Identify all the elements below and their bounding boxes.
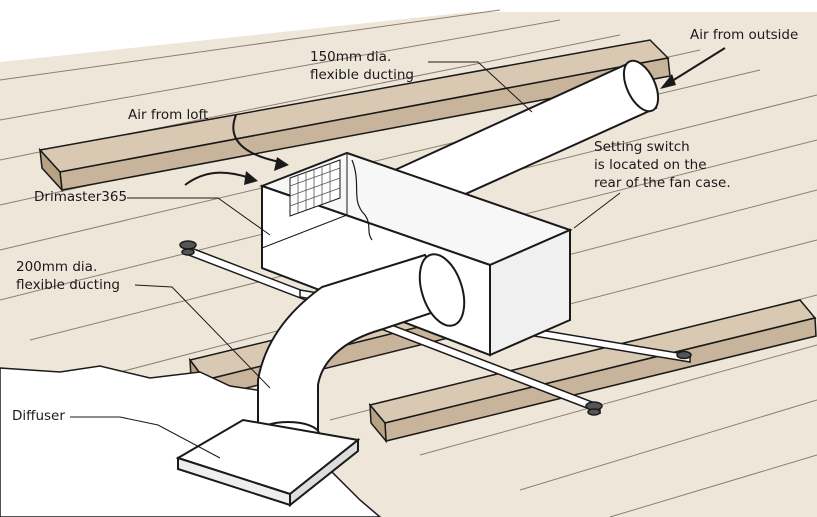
diffuser-plate bbox=[175, 418, 361, 508]
label-air-from-outside: Air from outside bbox=[690, 27, 799, 43]
label-air-from-loft: Air from loft bbox=[128, 107, 209, 123]
arrow-air-from-outside bbox=[663, 47, 726, 87]
fan-unit-inner-wall bbox=[261, 153, 348, 249]
rail-mounts bbox=[179, 240, 692, 416]
leader-150mm-duct bbox=[428, 61, 533, 113]
label-200mm-ducting: 200mm dia. flexible ducting bbox=[16, 259, 120, 293]
label-drimaster365: Drimaster365 bbox=[34, 189, 128, 205]
label-150mm-ducting: 150mm dia. flexible ducting bbox=[310, 49, 414, 83]
leader-setting-switch bbox=[573, 192, 621, 229]
leader-200mm-duct bbox=[134, 284, 271, 389]
fan-unit-side bbox=[489, 228, 571, 357]
upper-joist bbox=[38, 39, 671, 193]
intake-grille bbox=[289, 159, 341, 217]
label-diffuser: Diffuser bbox=[12, 408, 65, 424]
leader-drimaster bbox=[127, 197, 271, 236]
leader-lines bbox=[70, 61, 621, 459]
arrow-heads bbox=[244, 74, 676, 185]
intake-filter-edge bbox=[351, 159, 373, 241]
label-setting-switch: Setting switch is located on the rear of… bbox=[594, 139, 731, 191]
airflow-arrows bbox=[184, 47, 726, 186]
leader-diffuser bbox=[70, 416, 221, 459]
arrow-air-from-loft bbox=[232, 114, 281, 163]
arrow-air-from-side bbox=[184, 171, 251, 186]
